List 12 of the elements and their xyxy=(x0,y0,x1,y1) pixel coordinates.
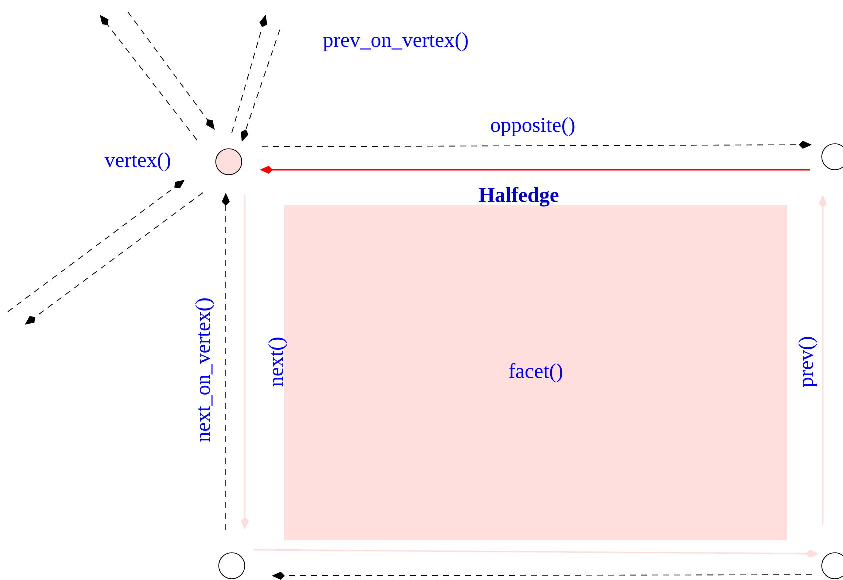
arrow xyxy=(8,180,185,312)
vertex-circle xyxy=(218,552,246,580)
edge-label: prev() xyxy=(798,337,818,388)
edge-label: next_on_vertex() xyxy=(196,298,215,442)
edge-label: Halfedge xyxy=(479,187,559,207)
edge-label: opposite() xyxy=(491,117,575,137)
edge-label: prev_on_vertex() xyxy=(323,32,468,52)
vertex-circle xyxy=(216,148,242,176)
arrow xyxy=(128,12,215,130)
arrow xyxy=(100,15,198,140)
node-label: vertex() xyxy=(104,152,170,172)
arrow xyxy=(25,192,204,325)
